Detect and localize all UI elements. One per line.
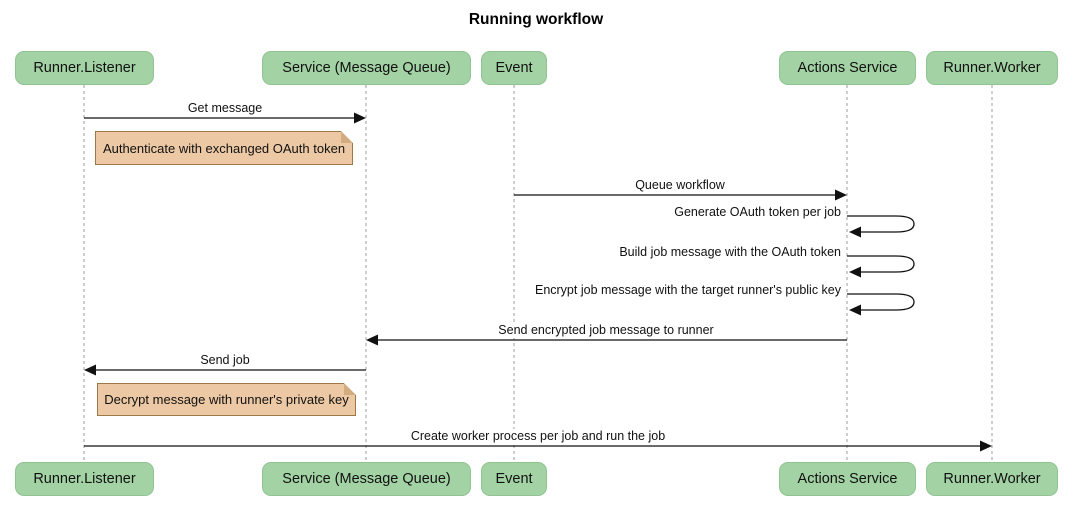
arrow-create-worker-process: [84, 440, 992, 452]
message-label-encrypt-job-message: Encrypt job message with the target runn…: [530, 283, 845, 298]
arrow-encrypt-job-message-self-loop: [847, 293, 915, 316]
diagram-title: Running workflow: [468, 11, 604, 28]
arrow-get-message: [84, 112, 366, 124]
participant-event-bottom: Event: [481, 462, 547, 496]
message-label-queue-workflow: Queue workflow: [631, 178, 729, 193]
participant-actions-service-bottom: Actions Service: [779, 462, 916, 496]
message-label-send-job: Send job: [196, 353, 254, 368]
message-label-build-job-message: Build job message with the OAuth token: [615, 245, 845, 260]
participant-runner-worker-top: Runner.Worker: [926, 51, 1058, 85]
arrow-generate-oauth-token-self-loop: [847, 215, 915, 238]
participant-service-message-queue-bottom: Service (Message Queue): [262, 462, 471, 496]
note-authenticate-oauth: Authenticate with exchanged OAuth token: [95, 131, 353, 165]
message-label-get-message: Get message: [183, 101, 267, 116]
lifelines: [83, 85, 993, 463]
arrow-send-encrypted-job-message: [366, 334, 847, 346]
participant-runner-listener-bottom: Runner.Listener: [15, 462, 154, 496]
arrow-queue-workflow: [514, 189, 847, 201]
arrow-send-job: [84, 364, 366, 376]
participant-event-top: Event: [481, 51, 547, 85]
message-label-send-encrypted-job-message: Send encrypted job message to runner: [494, 323, 718, 338]
arrow-build-job-message-self-loop: [847, 255, 915, 278]
participant-service-message-queue-top: Service (Message Queue): [262, 51, 471, 85]
message-label-generate-oauth-token: Generate OAuth token per job: [670, 205, 845, 220]
participant-actions-service-top: Actions Service: [779, 51, 916, 85]
participant-runner-listener-top: Runner.Listener: [15, 51, 154, 85]
message-label-create-worker-process: Create worker process per job and run th…: [406, 429, 670, 444]
note-decrypt-message: Decrypt message with runner's private ke…: [97, 383, 356, 416]
message-arrows: [84, 112, 992, 452]
participant-runner-worker-bottom: Runner.Worker: [926, 462, 1058, 496]
